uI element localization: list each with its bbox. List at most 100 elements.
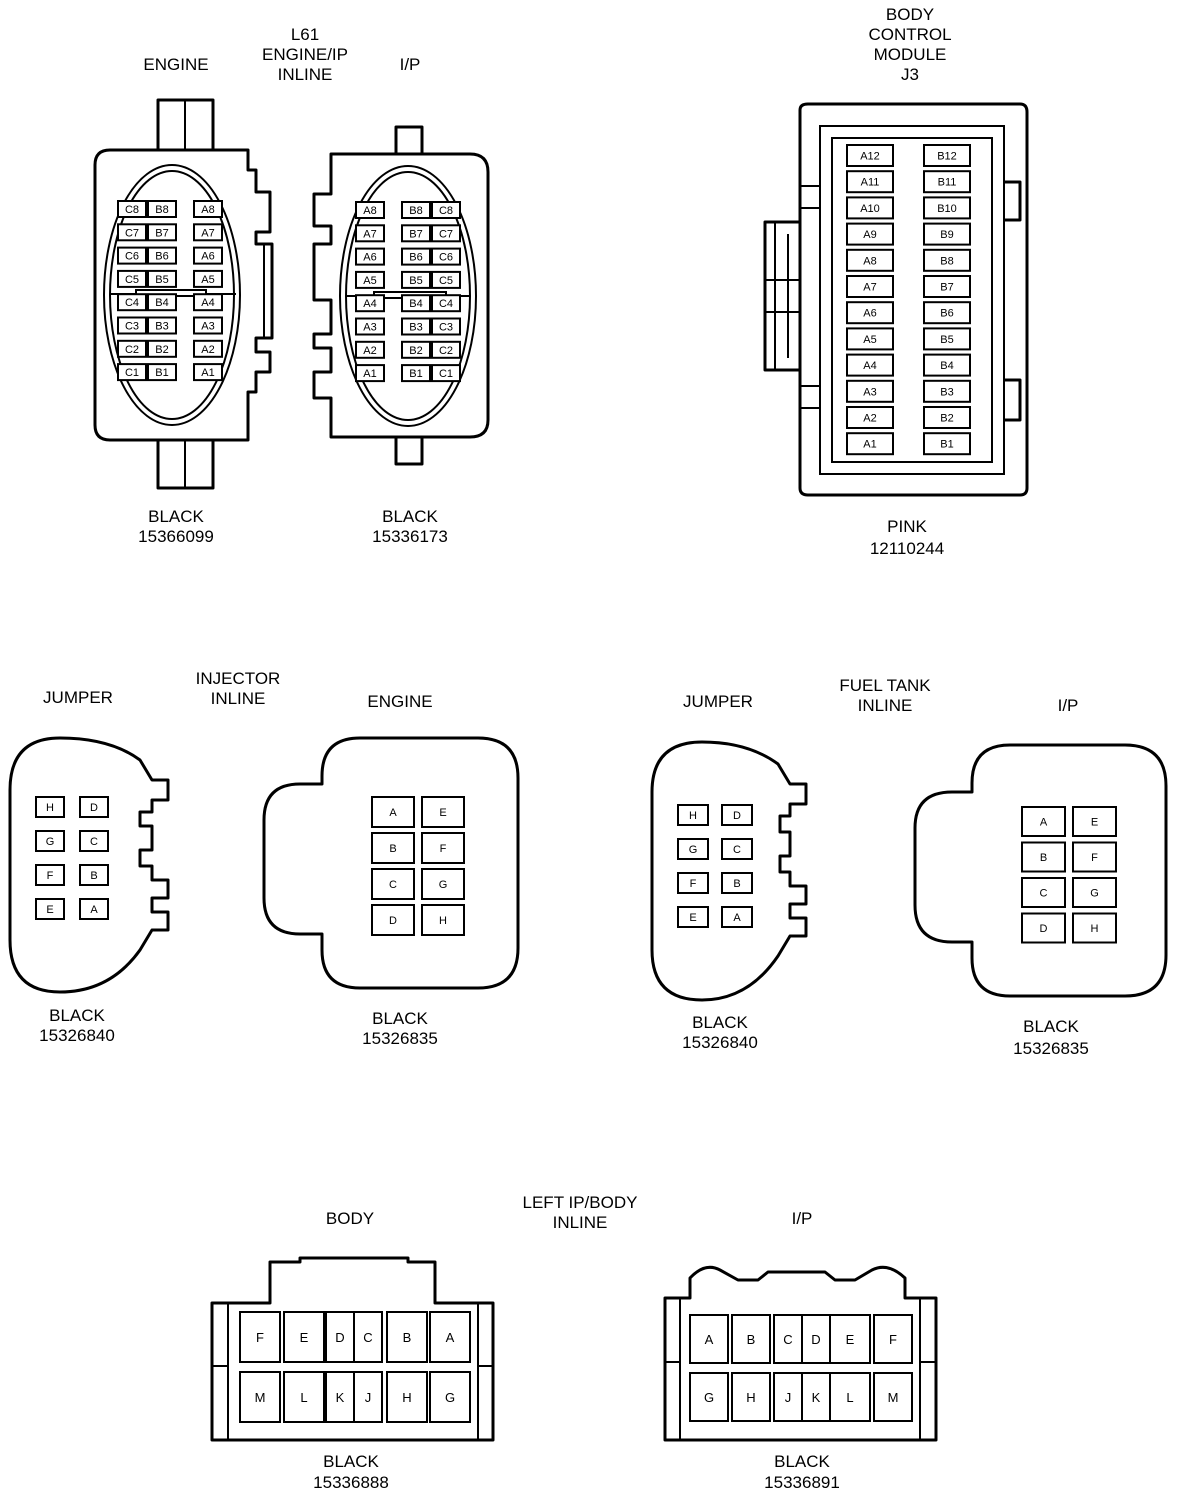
bcm-right-tab-top (1004, 180, 1022, 222)
l61-ip-part: 15336173 (372, 527, 448, 546)
left-ip-cavity-j (773, 1372, 803, 1422)
bcm-j3-cavity-a12 (846, 144, 894, 167)
bcm-j3-pin-label-a5: A5 (863, 334, 876, 346)
l61-engine-pin-label-c4: C4 (125, 297, 139, 309)
l61-ip-cavity-c2 (431, 340, 461, 359)
bcm-title-line3: MODULE (874, 45, 947, 64)
fuel-ip-pin-label-e: E (1091, 817, 1098, 829)
l61-engine-cavity-a8 (193, 200, 223, 218)
left-body-cavity-c (353, 1311, 383, 1363)
left-ip-cavity-a (689, 1314, 729, 1364)
l61-ip-pin-label-c5: C5 (439, 275, 453, 287)
l61-ip-cavity-c4 (431, 294, 461, 313)
fuel-jumper-pin-label-c: C (733, 844, 741, 856)
bcm-j3-cavity-b3 (923, 379, 971, 403)
l61-ip-pin-label-c6: C6 (439, 252, 453, 264)
injector-engine-pin-label-b: B (389, 843, 396, 855)
injector-jumper-cavity-c (79, 830, 109, 852)
l61-ip-cavity-b1 (401, 364, 431, 383)
l61-ip-pin-label-a5: A5 (363, 275, 376, 287)
bcm-j3-pin-label-a10: A10 (860, 203, 880, 215)
left-ip-pin-label-e: E (846, 1332, 855, 1347)
injector-engine-cavity-d (371, 904, 415, 936)
bcm-color: PINK (887, 517, 927, 536)
bcm-j3-pin-label-b3: B3 (940, 386, 953, 398)
l61-ip-pin-label-a7: A7 (363, 228, 376, 240)
injector-engine-cavity-c (371, 868, 415, 900)
bcm-j3-pin-label-a6: A6 (863, 308, 876, 320)
inj-jumper-color: BLACK (49, 1006, 105, 1025)
injector-jumper-cavity-h (35, 796, 65, 818)
bcm-j3-cavity-a5 (846, 327, 894, 351)
l61-ip-oval-outer (339, 165, 477, 427)
bcm-j3-cavity-b4 (923, 353, 971, 377)
injector-engine-pin-label-g: G (439, 879, 448, 891)
left-body-cavity-h (386, 1371, 428, 1423)
left-body-cavity-j (353, 1371, 383, 1423)
fuel-jumper-cavity-a (721, 906, 753, 928)
l61-ip-pin-label-c2: C2 (439, 345, 453, 357)
left-title-line2: INLINE (553, 1213, 608, 1232)
left-body-color: BLACK (323, 1452, 379, 1471)
l61-ip-pin-label-b8: B8 (409, 205, 422, 217)
l61-ip-pin-label-b1: B1 (409, 368, 422, 380)
left-body-cavity-a (429, 1311, 471, 1363)
bcm-inner-frame (819, 125, 1005, 475)
left-ip-pin-label-m: M (888, 1390, 899, 1405)
inj-jumper-part: 15326840 (39, 1026, 115, 1045)
fuel-jumper-housing (650, 740, 808, 1002)
left-ip-cavity-f (873, 1314, 913, 1364)
fuel-jumper-color: BLACK (692, 1013, 748, 1032)
l61-engine-cavity-b2 (147, 339, 177, 358)
l61-engine-pin-label-c8: C8 (125, 204, 139, 216)
l61-engine-cavity-c7 (117, 223, 147, 242)
bcm-j3-cavity-a2 (846, 406, 894, 429)
bcm-j3-pin-label-b9: B9 (940, 229, 953, 241)
left-body-name: BODY (326, 1209, 374, 1228)
l61-ip-pin-label-a8: A8 (363, 205, 376, 217)
bcm-j3-pin-label-a1: A1 (863, 439, 876, 451)
bcm-j3-pin-label-b10: B10 (937, 203, 957, 215)
fuel-jumper-pin-label-b: B (733, 878, 740, 890)
fuel-ip-cavity-b (1021, 841, 1066, 873)
injector-engine-pin-label-c: C (389, 879, 397, 891)
l61-ip-cavity-a8 (355, 201, 385, 219)
bcm-j3-cavity-b1 (923, 432, 971, 456)
l61-engine-pin-label-a5: A5 (201, 274, 214, 286)
left-body-pin-label-g: G (445, 1390, 455, 1405)
fuel-ip-color: BLACK (1023, 1017, 1079, 1036)
fuel-jumper-cavity-b (721, 872, 753, 894)
bcm-title-line2: CONTROL (868, 25, 951, 44)
l61-engine-cavity-b3 (147, 316, 177, 335)
injector-engine-pin-label-d: D (389, 915, 397, 927)
injector-engine-cavity-g (421, 868, 465, 900)
l61-engine-cavity-a1 (193, 363, 223, 382)
left-body-pin-label-b: B (403, 1330, 412, 1345)
l61-engine-pin-label-b5: B5 (155, 274, 168, 286)
bcm-j3-pin-label-b8: B8 (940, 255, 953, 267)
l61-ip-pin-label-a2: A2 (363, 345, 376, 357)
l61-engine-pin-label-b8: B8 (155, 204, 168, 216)
left-ip-cavity-d (801, 1314, 831, 1364)
left-body-cavity-f (239, 1311, 281, 1363)
l61-engine-cavity-c5 (117, 269, 147, 288)
fuel-ip-pin-label-g: G (1090, 888, 1099, 900)
fuel-title-line1: FUEL TANK (839, 676, 931, 695)
l61-ip-pin-label-b4: B4 (409, 298, 422, 310)
bcm-j3-pin-label-a3: A3 (863, 386, 876, 398)
bcm-j3-cavity-b12 (923, 144, 971, 167)
fuel-jumper-pin-label-e: E (689, 912, 696, 924)
fuel-ip-cavity-e (1072, 806, 1117, 837)
l61-engine-cavity-c2 (117, 339, 147, 358)
l61-ip-cavity-a2 (355, 340, 385, 359)
left-body-part: 15336888 (313, 1473, 389, 1492)
l61-engine-oval-outer (103, 164, 241, 426)
left-body-cavity-b (386, 1311, 428, 1363)
injector-jumper-pin-label-g: G (46, 836, 55, 848)
injector-engine-pin-label-f: F (440, 843, 447, 855)
